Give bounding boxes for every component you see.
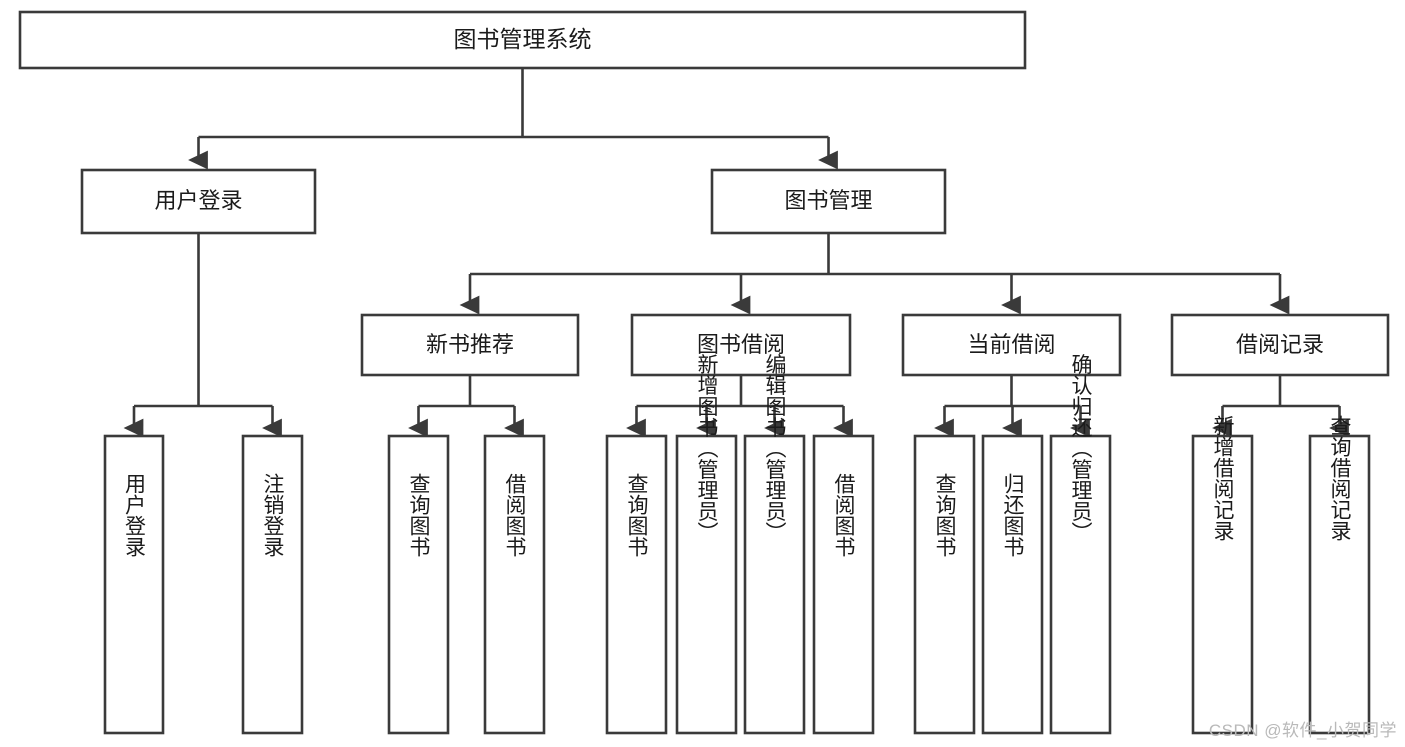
leaf-records-query-record-box[interactable] xyxy=(1308,434,1371,735)
node-current-borrow[interactable]: 当前借阅 xyxy=(901,313,1122,377)
leaf-current-return-books-box[interactable] xyxy=(981,434,1044,735)
leaf-newbook-borrow-books[interactable]: 借阅图书 xyxy=(483,434,546,735)
leaf-logout-label: 注销登录 xyxy=(261,473,285,557)
connector-newbook-bus xyxy=(418,375,515,408)
node-book-management[interactable]: 图书管理 xyxy=(710,168,947,235)
leaf-newbook-query-books-label: 查询图书 xyxy=(407,473,431,557)
node-new-book-recommend-label: 新书推荐 xyxy=(426,332,514,357)
leaf-borrow-edit-book-admin[interactable]: 编辑图书（管理员） xyxy=(743,354,806,735)
leaf-newbook-query-books-box[interactable] xyxy=(387,434,450,735)
node-user-login-label: 用户登录 xyxy=(154,188,242,213)
node-new-book-recommend-box[interactable] xyxy=(360,313,580,377)
node-book-borrow-label: 图书借阅 xyxy=(697,332,785,357)
leaf-current-query-books-box[interactable] xyxy=(913,434,976,735)
leaf-current-return-books[interactable]: 归还图书 xyxy=(981,434,1044,735)
leaf-records-add-record-label: 新增借阅记录 xyxy=(1211,415,1235,541)
leaf-records-add-record-box[interactable] xyxy=(1191,434,1254,735)
node-borrow-records-box[interactable] xyxy=(1170,313,1390,377)
connector-current-bus xyxy=(944,375,1081,408)
node-root-box[interactable] xyxy=(18,10,1027,70)
node-borrow-records[interactable]: 借阅记录 xyxy=(1170,313,1390,377)
connector-user-login-bus xyxy=(134,233,273,408)
leaf-borrow-lend-books-box[interactable] xyxy=(812,434,875,735)
leaf-records-query-record-label: 查询借阅记录 xyxy=(1328,415,1352,541)
node-current-borrow-label: 当前借阅 xyxy=(967,332,1055,357)
leaf-current-confirm-return-admin-label: 确认归还（管理员） xyxy=(1069,354,1093,543)
leaf-borrow-edit-book-admin-box[interactable] xyxy=(743,434,806,735)
connector-root-bus xyxy=(198,68,829,139)
node-root[interactable]: 图书管理系统 xyxy=(18,10,1027,70)
leaf-borrow-query-books-label: 查询图书 xyxy=(625,473,649,557)
leaf-newbook-query-books[interactable]: 查询图书 xyxy=(387,434,450,735)
leaf-borrow-edit-book-admin-label: 编辑图书（管理员） xyxy=(763,354,787,543)
leaf-user-login-label: 用户登录 xyxy=(123,473,147,557)
node-root-label: 图书管理系统 xyxy=(454,26,592,52)
leaf-user-login[interactable]: 用户登录 xyxy=(103,434,165,735)
node-book-management-box[interactable] xyxy=(710,168,947,235)
leaf-borrow-lend-books[interactable]: 借阅图书 xyxy=(812,434,875,735)
leaf-newbook-borrow-books-box[interactable] xyxy=(483,434,546,735)
leaf-records-query-record[interactable]: 查询借阅记录 xyxy=(1308,415,1371,735)
node-current-borrow-box[interactable] xyxy=(901,313,1122,377)
leaf-borrow-lend-books-label: 借阅图书 xyxy=(832,473,856,557)
connector-layer xyxy=(123,68,1349,438)
leaf-logout-box[interactable] xyxy=(241,434,304,735)
leaf-borrow-add-book-admin-label: 新增图书（管理员） xyxy=(695,354,719,543)
leaf-newbook-borrow-books-label: 借阅图书 xyxy=(503,473,527,557)
node-book-management-label: 图书管理 xyxy=(784,188,872,213)
leaf-current-return-books-label: 归还图书 xyxy=(1001,473,1025,557)
leaf-records-add-record[interactable]: 新增借阅记录 xyxy=(1191,415,1254,735)
leaf-user-login-box[interactable] xyxy=(103,434,165,735)
connector-records-bus xyxy=(1222,375,1340,408)
leaf-borrow-query-books[interactable]: 查询图书 xyxy=(605,434,668,735)
leaf-borrow-add-book-admin[interactable]: 新增图书（管理员） xyxy=(675,354,738,735)
leaf-current-query-books[interactable]: 查询图书 xyxy=(913,434,976,735)
connector-borrow-bus xyxy=(636,375,844,408)
leaf-current-confirm-return-admin-box[interactable] xyxy=(1049,434,1112,735)
node-borrow-records-label: 借阅记录 xyxy=(1236,332,1324,357)
leaf-current-confirm-return-admin[interactable]: 确认归还（管理员） xyxy=(1049,354,1112,735)
leaf-borrow-query-books-box[interactable] xyxy=(605,434,668,735)
connector-book-mgmt-bus xyxy=(470,233,1280,276)
leaf-borrow-add-book-admin-box[interactable] xyxy=(675,434,738,735)
leaf-current-query-books-label: 查询图书 xyxy=(933,473,957,557)
node-user-login[interactable]: 用户登录 xyxy=(80,168,317,235)
node-user-login-box[interactable] xyxy=(80,168,317,235)
node-book-borrow-box[interactable] xyxy=(630,313,852,377)
node-new-book-recommend[interactable]: 新书推荐 xyxy=(360,313,580,377)
node-book-borrow[interactable]: 图书借阅 xyxy=(630,313,852,377)
leaf-logout[interactable]: 注销登录 xyxy=(241,434,304,735)
